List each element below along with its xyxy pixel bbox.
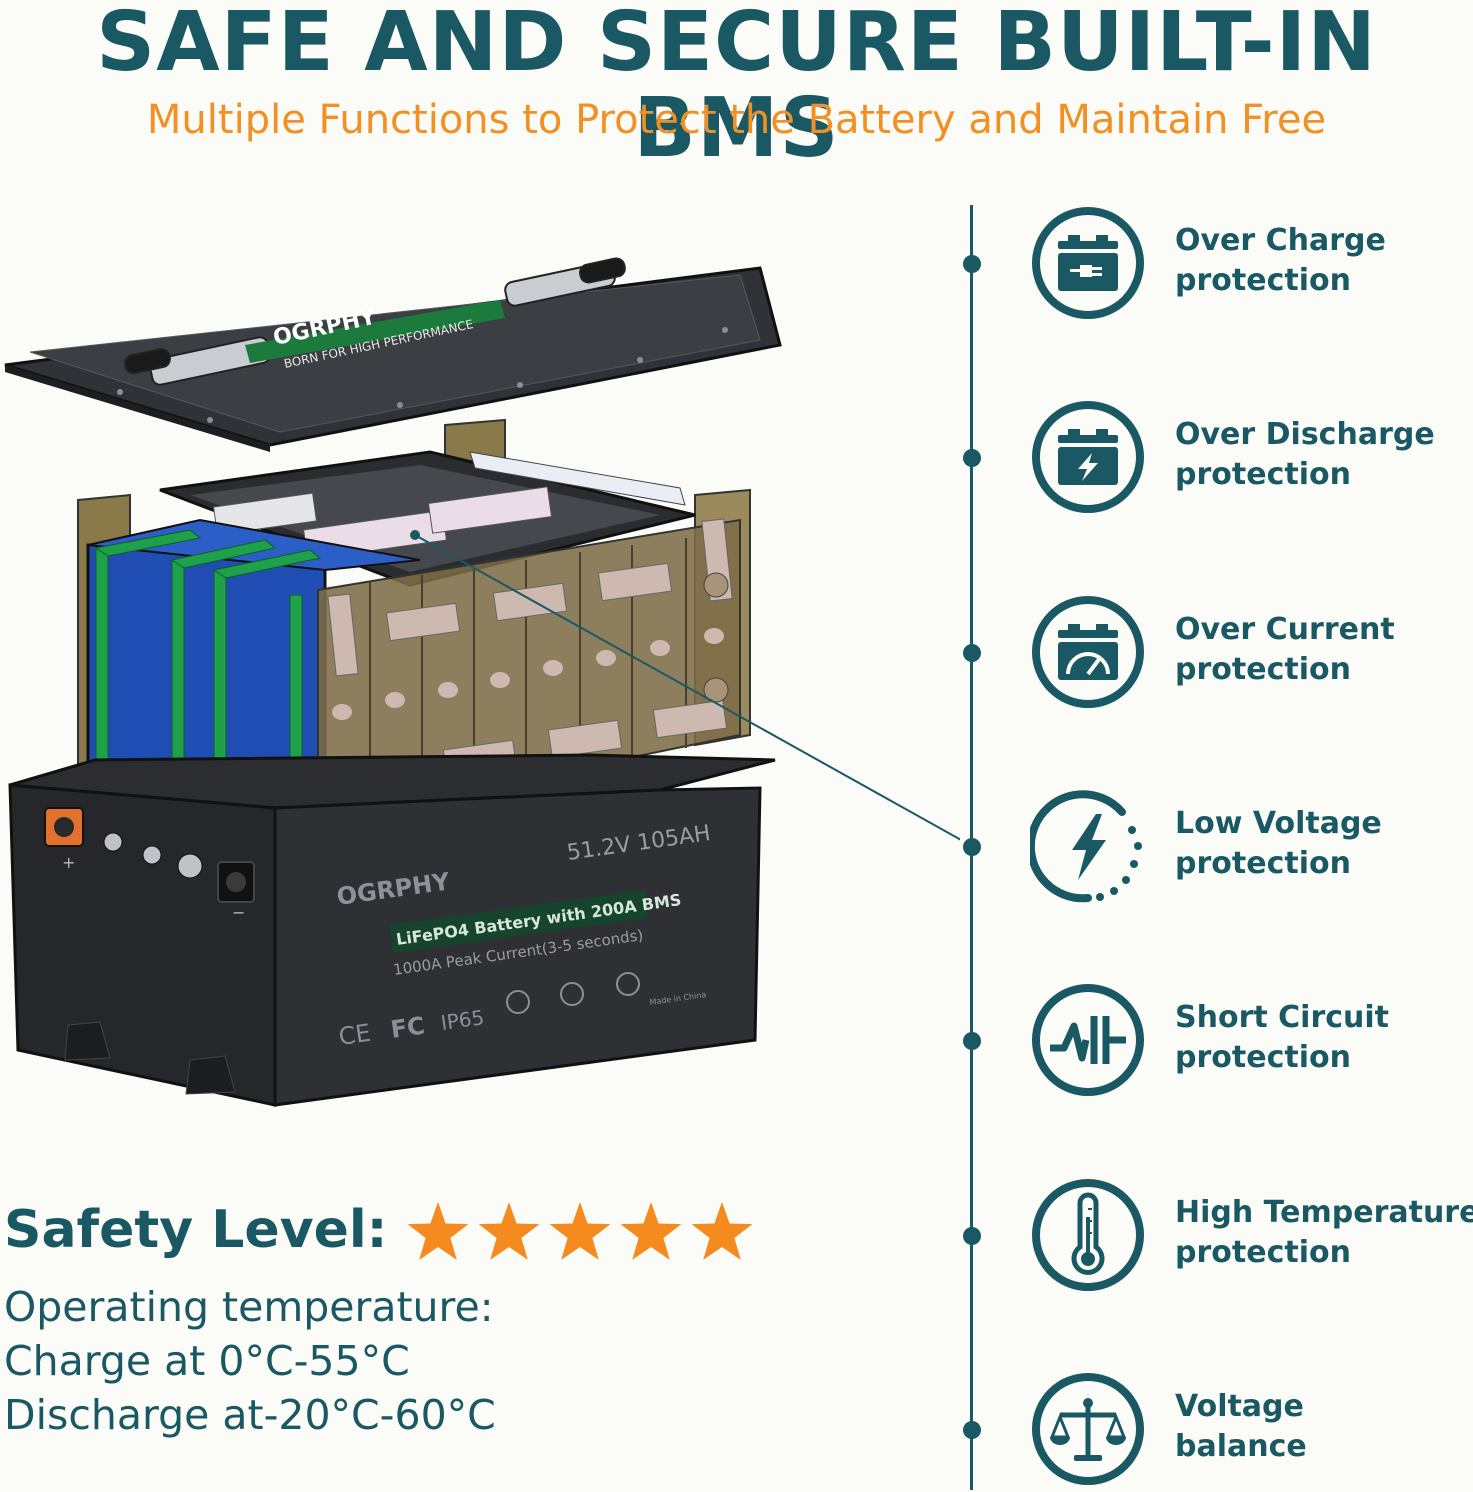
svg-text:−: − [232, 903, 245, 922]
battery-base: + − 51.2V 105AH OGRPHY LiFePO4 Battery w… [8, 753, 776, 1107]
safety-level-label: Safety Level: [4, 1200, 388, 1260]
feature-label: Over Discharge protection [1175, 417, 1435, 492]
feature-label: Low Voltage protection [1175, 806, 1382, 881]
short-circuit-icon [1032, 984, 1144, 1096]
svg-text:+: + [62, 853, 75, 872]
feature-over-discharge: Over Discharge protection [950, 399, 1473, 519]
feature-low-voltage: Low Voltage protection [950, 788, 1473, 908]
ip65-mark: IP65 [439, 1005, 485, 1035]
feature-over-current: Over Current protection [950, 594, 1473, 714]
feature-label: Short Circuit protection [1175, 1000, 1390, 1075]
callout-line [414, 534, 960, 841]
temperature-heading: Operating temperature: [4, 1283, 494, 1331]
terminal-positive: + [44, 807, 84, 872]
star-icon [407, 1202, 469, 1260]
cell-pack [77, 418, 751, 824]
battery-illustration: OGRPHY BORN FOR HIGH PERFORMANCE [4, 257, 960, 1107]
fc-mark: FC [389, 1011, 427, 1043]
timeline-dot [963, 1032, 981, 1050]
star-icon [691, 1202, 753, 1260]
discharge-temperature: Discharge at-20°C-60°C [4, 1391, 496, 1439]
balance-scale-icon [1032, 1373, 1144, 1485]
lid-handle-right [504, 257, 626, 307]
battery-gauge-icon [1032, 596, 1144, 708]
timeline-dot [963, 255, 981, 273]
page-subtitle: Multiple Functions to Protect the Batter… [146, 97, 1327, 143]
star-icon [620, 1202, 682, 1260]
feature-label: Over Current protection [1175, 612, 1395, 687]
feature-label: Over Charge protection [1175, 223, 1386, 298]
page-title: SAFE AND SECURE BUILT-IN BMS [96, 0, 1377, 176]
timeline-dot [963, 449, 981, 467]
feature-high-temperature: High Temperature protection [950, 1177, 1473, 1297]
star-icon [478, 1202, 540, 1260]
timeline-dot [963, 838, 981, 856]
timeline-dot [963, 644, 981, 662]
star-icon [549, 1202, 611, 1260]
feature-label: High Temperature protection [1175, 1195, 1473, 1270]
thermometer-icon [1032, 1179, 1144, 1291]
battery-bolt-icon [1032, 401, 1144, 513]
battery-plug-icon [1032, 207, 1144, 319]
feature-short-circuit: Short Circuit protection [950, 982, 1473, 1102]
battery-lid: OGRPHY BORN FOR HIGH PERFORMANCE [4, 257, 782, 452]
temperature-info: Operating temperature: Charge at 0°C-55°… [4, 1280, 704, 1442]
feature-over-charge: Over Charge protection [950, 205, 1473, 325]
feature-voltage-balance: Voltage balance [950, 1371, 1473, 1491]
safety-rating-stars [407, 1202, 753, 1260]
lightning-icon [1030, 790, 1142, 903]
feature-label: Voltage balance [1175, 1389, 1307, 1464]
terminal-negative: − [217, 861, 255, 922]
ce-mark: CE [337, 1019, 373, 1051]
charge-temperature: Charge at 0°C-55°C [4, 1337, 410, 1385]
timeline-dot [963, 1227, 981, 1245]
timeline-dot [963, 1421, 981, 1439]
